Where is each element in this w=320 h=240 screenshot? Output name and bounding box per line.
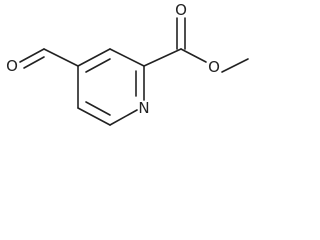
pyridine-ring bbox=[77, 48, 145, 126]
formyl-double-bond-inner bbox=[23, 56, 45, 69]
ester-bond-oxygen-methyl bbox=[221, 58, 249, 73]
structure-canvas: O O O N bbox=[0, 0, 254, 134]
ring-bond-c3-c2 bbox=[109, 48, 145, 67]
chemical-structure-diagram: O O O N bbox=[6, 1, 249, 126]
aldehyde-oxygen-label: O bbox=[6, 57, 18, 75]
ring-bond-c4-c3 bbox=[77, 48, 111, 67]
ring-bond-c6-c5-inner bbox=[85, 101, 111, 116]
methyl-ester-group: O O bbox=[143, 1, 249, 76]
ring-bond-n-c6 bbox=[109, 109, 138, 126]
carbonyl-oxygen-label: O bbox=[175, 1, 187, 19]
ring-bond-c3-c3-inner bbox=[85, 58, 111, 73]
formyl-bond-c4-cho bbox=[43, 48, 79, 67]
formyl-group: O bbox=[6, 48, 79, 75]
formyl-double-bond-outer bbox=[19, 48, 45, 63]
ester-bond-c2-carbonyl bbox=[143, 48, 182, 67]
ester-oxygen-label: O bbox=[208, 58, 220, 76]
ester-bond-carbonyl-oxygen bbox=[180, 48, 207, 63]
ring-nitrogen-label: N bbox=[138, 99, 149, 117]
ring-bond-c6-c5 bbox=[77, 107, 111, 126]
